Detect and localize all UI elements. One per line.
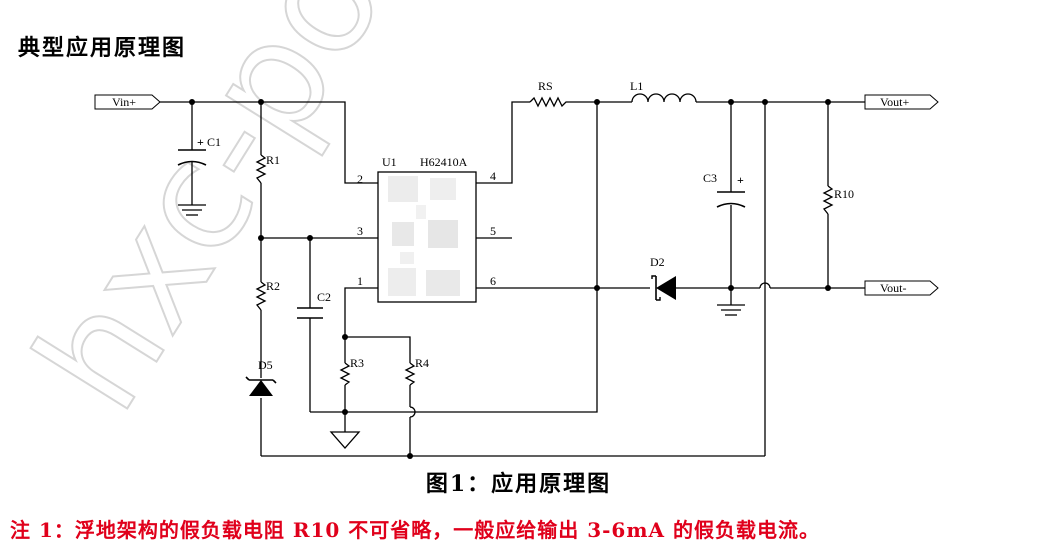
note-text: 注 1：浮地架构的假负载电阻 R10 不可省略，一般应给输出 3-6mA 的假负… [10,518,820,542]
schottky-diode-d2: D2 [650,255,676,301]
svg-text:H62410A: H62410A [420,155,468,169]
ic-u1: U1 H62410A 2 3 1 4 5 6 [357,155,496,303]
resistor-r1: R1 [255,153,280,184]
resistor-r4: R4 [404,356,429,386]
svg-text:R4: R4 [415,356,429,370]
svg-text:RS: RS [538,79,553,93]
svg-text:C1: C1 [207,135,221,149]
svg-text:Vout-: Vout- [880,281,906,295]
capacitor-c2: C2 [297,290,331,319]
junction-dots [189,99,831,459]
port-vout-minus: Vout- [864,280,939,296]
svg-text:5: 5 [490,224,496,238]
svg-text:C3: C3 [703,171,717,185]
svg-text:R1: R1 [266,153,280,167]
svg-text:R2: R2 [266,279,280,293]
svg-text:Vin+: Vin+ [112,95,136,109]
svg-text:1: 1 [357,274,363,288]
svg-text:Vout+: Vout+ [880,95,909,109]
svg-text:6: 6 [490,274,496,288]
resistor-r10: R10 [822,185,854,215]
ground-symbol-c3 [717,304,745,316]
port-vout-plus: Vout+ [864,94,939,110]
ground-symbol-c1 [178,204,206,216]
svg-text:3: 3 [357,224,363,238]
svg-text:C2: C2 [317,290,331,304]
svg-text:R3: R3 [350,356,364,370]
svg-text:D5: D5 [258,358,273,372]
svg-text:4: 4 [490,169,496,183]
capacitor-c1: + C1 [177,135,221,166]
page-title: 典型应用原理图 [18,35,187,61]
svg-text:2: 2 [357,172,363,186]
zener-diode-d5: D5 [245,358,277,396]
wires [160,101,865,457]
figure-caption: 图1：应用原理图 [425,471,612,497]
svg-text:U1: U1 [382,155,397,169]
ground-triangle [329,431,361,449]
svg-text:D2: D2 [650,255,665,269]
inductor-l1: L1 [630,79,697,103]
port-vin-plus: Vin+ [94,94,161,110]
capacitor-c3: + C3 [703,171,746,208]
resistor-rs: RS [529,79,568,108]
svg-text:R10: R10 [834,187,854,201]
schematic-diagram: hxc-pow [2,0,939,459]
svg-text:L1: L1 [630,79,643,93]
svg-text:+: + [197,135,204,149]
resistor-r2: R2 [255,279,280,311]
svg-text:+: + [737,173,744,187]
resistor-r3: R3 [339,356,364,386]
